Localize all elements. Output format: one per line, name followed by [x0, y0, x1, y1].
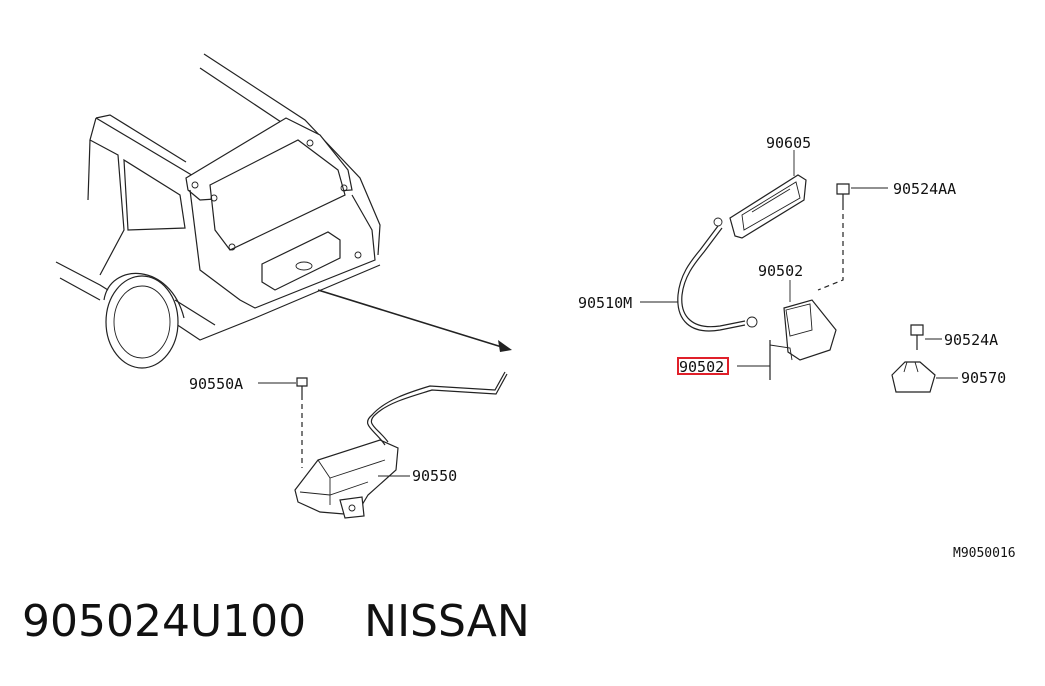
detail-arrow — [317, 289, 512, 352]
callout-90502-highlighted: 90502 — [679, 358, 724, 376]
highlight-box — [677, 357, 729, 375]
lock-actuator-assembly — [294, 371, 508, 519]
callout-90510M: 90510M — [578, 294, 632, 312]
lock-90502 — [737, 280, 837, 380]
part-number: 905024U100 — [22, 596, 307, 647]
cable-90510M — [640, 217, 758, 332]
callout-90502-top: 90502 — [758, 262, 803, 280]
part-caption: 905024U100 NISSAN — [22, 596, 530, 647]
callout-90550: 90550 — [412, 467, 457, 485]
callout-90524A: 90524A — [944, 331, 998, 349]
figure-code: M9050016 — [953, 546, 1016, 561]
callout-90570: 90570 — [961, 369, 1006, 387]
vehicle-rear-illustration — [55, 53, 381, 369]
brand-name: NISSAN — [364, 596, 530, 647]
callout-90524AA: 90524AA — [893, 180, 956, 198]
callout-90550A: 90550A — [189, 375, 243, 393]
handle-90605 — [729, 150, 807, 239]
callout-90605: 90605 — [766, 134, 811, 152]
bolt-90524AA — [817, 183, 888, 291]
bolt-90524A — [910, 324, 942, 350]
striker-90570 — [891, 361, 958, 393]
